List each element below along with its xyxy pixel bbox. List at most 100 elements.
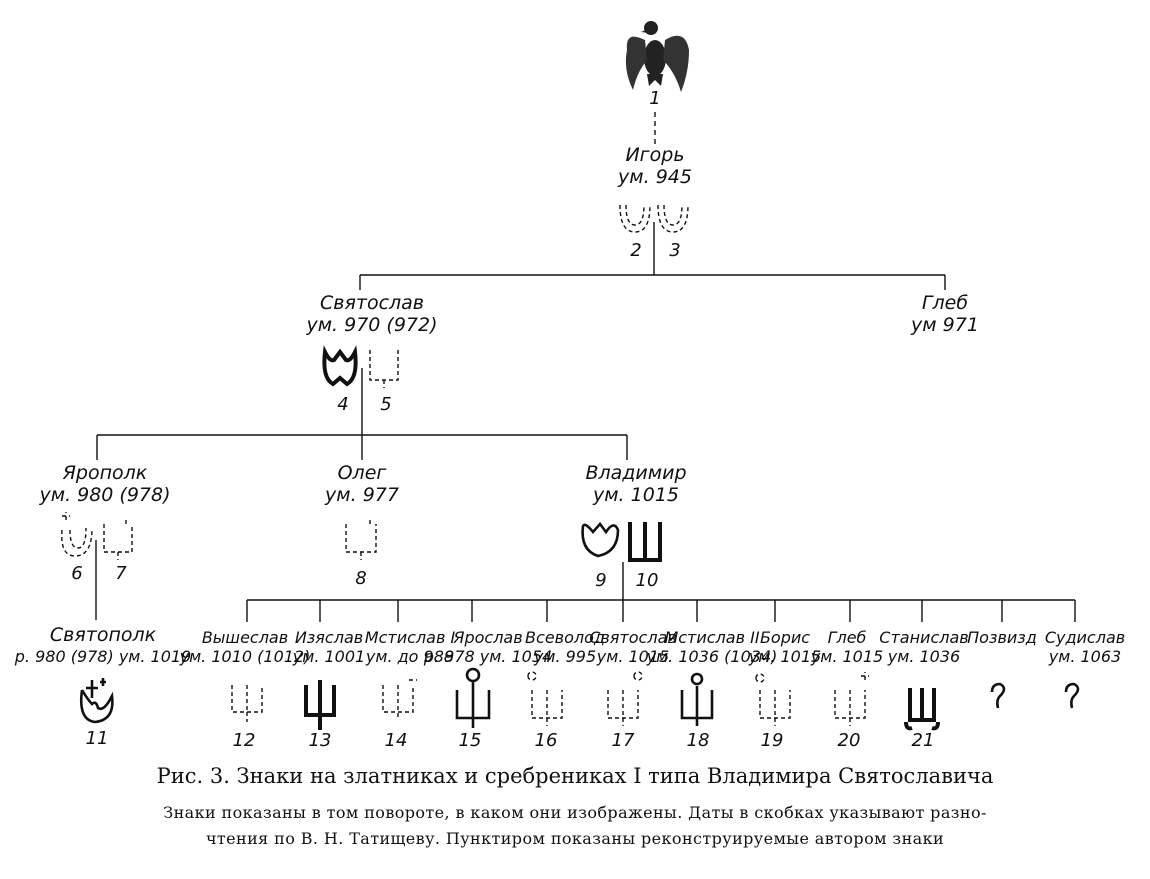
person-date: ум. 1015 [748, 647, 822, 666]
person-date: ум. 980 (978) [39, 484, 171, 506]
person-name: Олег [337, 462, 387, 484]
person-name: Судислав [1044, 628, 1126, 647]
sign-number: 5 [380, 394, 392, 415]
person-name: Станислав [879, 628, 969, 647]
sign-14-icon [382, 679, 417, 720]
person-name: Борис [759, 628, 811, 647]
person-vsevolod: Всеволод ум. 995 [525, 628, 605, 666]
person-svyatoslav-2: Святослав ум. 1015 [589, 628, 677, 666]
sign-number: 2 [630, 240, 642, 261]
person-date: ум. 1015 [596, 647, 670, 666]
sign-20-icon [834, 672, 869, 726]
sign-12-icon [231, 685, 263, 722]
person-date: ум. 1036 [887, 647, 961, 666]
person-date: ум. 1010 (1012) [179, 647, 311, 666]
person-gleb: Глеб ум. 1015 [811, 628, 883, 666]
sign-number: 3 [669, 240, 681, 261]
person-pozvizd: Позвизд ? [967, 628, 1037, 666]
sign-4-icon [322, 345, 358, 387]
sign-15-icon [455, 667, 491, 728]
sudislav-question-mark-icon [1064, 682, 1080, 709]
sign-number: 21 [911, 730, 935, 751]
sign-6-icon [61, 512, 93, 557]
person-date: ум. 970 (972) [306, 314, 438, 336]
person-name: Владимир [585, 462, 687, 484]
person-stanislav: Станислав ум. 1036 [879, 628, 968, 666]
sign-5-icon [369, 350, 399, 388]
sign-number: 10 [635, 570, 659, 591]
sign-number: 16 [534, 730, 558, 751]
sign-number: 20 [837, 730, 861, 751]
person-date: ум. 945 [618, 166, 692, 188]
person-svyatopolk: Святополк р. 980 (978) ум. 1019 [15, 624, 192, 668]
person-name: Глеб [827, 628, 867, 647]
sign-17-icon [607, 671, 643, 726]
person-date: р. 978 ум. 1054 [423, 647, 553, 666]
person-date: ум 971 [911, 314, 979, 336]
sign-8-icon [345, 518, 377, 560]
person-name: Вышеслав [201, 628, 289, 647]
sign-19-icon [755, 673, 791, 726]
person-name: Всеволод [525, 628, 605, 647]
person-date: р. 980 (978) ум. 1019 [14, 647, 192, 666]
sign-7-icon [103, 518, 133, 560]
person-svyatoslav: Святослав ум. 970 (972) [306, 292, 437, 336]
person-date: ум. 995 [533, 647, 597, 666]
sign-11-icon [80, 678, 114, 724]
caption-note-line-2: чтения по В. Н. Татищеву. Пунктиром пока… [205, 829, 945, 848]
genealogy-diagram: Игорь ум. 945 Святослав ум. 970 (972) Гл… [15, 21, 1125, 751]
person-date: ум. 1001 [292, 647, 366, 666]
sign-16-icon [527, 671, 563, 726]
person-date: ум. 1015 [592, 484, 679, 506]
sign-3-icon [657, 204, 689, 233]
person-name: Изяслав [294, 628, 364, 647]
sign-number: 8 [355, 568, 367, 589]
sign-number: 7 [115, 563, 127, 584]
sign-number: 19 [760, 730, 784, 751]
person-name: Позвизд [967, 628, 1037, 647]
sign-number: 1 [649, 88, 661, 109]
person-name: Святослав [589, 628, 677, 647]
sign-number: 9 [595, 570, 607, 591]
pozvizd-question-mark-icon [990, 682, 1006, 709]
figure-caption-title: Рис. 3. Знаки на златниках и сребрениках… [156, 764, 994, 788]
person-name: Игорь [625, 144, 685, 166]
person-date: ум. 977 [325, 484, 399, 506]
person-date: ум. 1063 [1048, 647, 1122, 666]
person-boris: Борис ум. 1015 [749, 628, 821, 666]
tree-lines [61, 21, 1080, 731]
sign-number: 11 [85, 728, 109, 749]
person-izyaslav: Изяслав ум. 1001 [293, 628, 365, 666]
person-yaropolk: Ярополк ум. 980 (978) [39, 462, 170, 506]
person-vladimir: Владимир ум. 1015 [585, 462, 686, 506]
figure-caption-note: Знаки показаны в том повороте, в каком о… [0, 800, 1150, 852]
person-igor: Игорь ум. 945 [618, 144, 692, 188]
person-vysheslav: Вышеслав ум. 1010 (1012) [180, 628, 311, 666]
person-sudislav: Судислав ум. 1063 [1045, 628, 1125, 666]
sign-number: 12 [232, 730, 256, 751]
sign-number: 17 [611, 730, 635, 751]
person-name: Мстислав II [664, 628, 760, 647]
sign-number: 18 [686, 730, 710, 751]
sign-21-icon [904, 688, 940, 731]
sign-18-icon [680, 672, 714, 726]
person-gleb-elder: Глеб ум 971 [911, 292, 979, 336]
sign-number: 15 [458, 730, 482, 751]
person-mstislav-2: Мстислав II ум. 1036 (1034) [647, 628, 778, 666]
person-name: Ярослав [453, 628, 523, 647]
person-name: Святополк [49, 624, 157, 646]
person-oleg: Олег ум. 977 [325, 462, 399, 506]
sign-2-icon [619, 204, 651, 233]
person-date: ум. 1036 (1034) [646, 647, 778, 666]
person-yaroslav: Ярослав р. 978 ум. 1054 [424, 628, 552, 666]
sign-number: 4 [337, 394, 349, 415]
person-name: Глеб [921, 292, 969, 314]
person-mstislav-1: Мстислав I ум. до 988 [365, 628, 455, 666]
person-date: ум. до 988 [365, 647, 455, 666]
person-name: Мстислав I [364, 628, 456, 647]
person-name: Ярополк [62, 462, 148, 484]
person-date: ум. 1015 [810, 647, 884, 666]
sign-13-icon [304, 680, 336, 730]
sign-9-icon [581, 521, 620, 558]
eagle-emblem-icon [625, 21, 689, 92]
